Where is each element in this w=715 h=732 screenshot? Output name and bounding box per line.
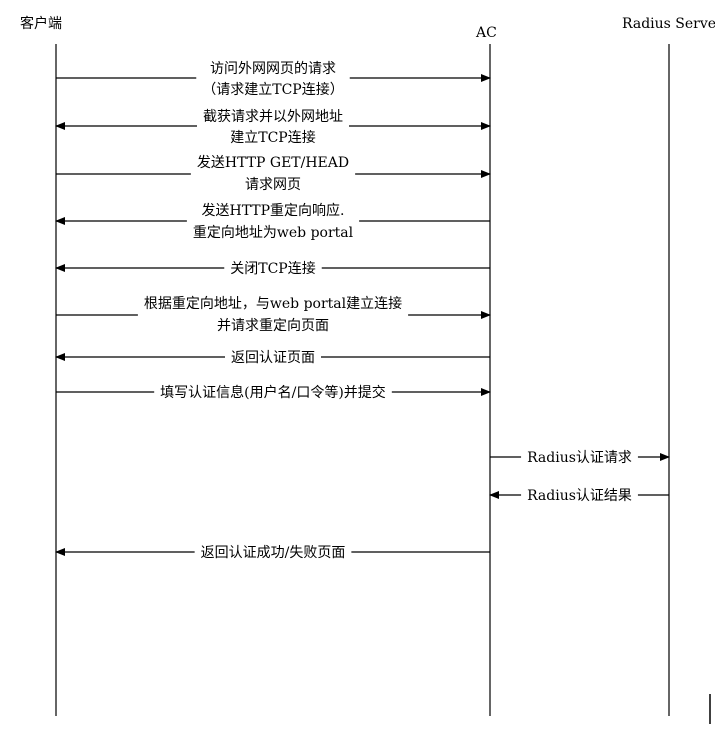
participant-ac-label: AC [475, 25, 497, 41]
message-label-line1: 发送HTTP GET/HEAD [197, 155, 349, 171]
message-label-line1: 根据重定向地址，与web portal建立连接 [144, 295, 402, 312]
message-label-line1: 截获请求并以外网地址 [203, 109, 343, 125]
message-label-line2: 重定向地址为web portal [193, 225, 354, 241]
participant-client-label: 客户端 [20, 15, 62, 32]
message-label-line1: 关闭TCP连接 [230, 260, 315, 277]
message-return-auth-page: 返回认证页面 [55, 350, 490, 366]
message-label-line1: 返回认证页面 [231, 350, 315, 366]
participant-radius-label: Radius Server [622, 16, 715, 32]
message-label-line1: 发送HTTP重定向响应. [201, 202, 344, 219]
message-submit-credentials: 填写认证信息(用户名/口令等)并提交 [56, 384, 491, 401]
message-label-line2: （请求建立TCP连接） [202, 81, 343, 98]
message-radius-auth-request: Radius认证请求 [490, 450, 670, 466]
message-label-line1: 返回认证成功/失败页面 [201, 545, 346, 561]
message-intercept-request: 截获请求并以外网地址 建立TCP连接 [55, 109, 491, 146]
message-label-line2: 请求网页 [245, 177, 301, 193]
message-label-line2: 建立TCP连接 [230, 129, 315, 146]
message-connect-web-portal: 根据重定向地址，与web portal建立连接 并请求重定向页面 [56, 295, 491, 334]
message-label-line1: 填写认证信息(用户名/口令等)并提交 [160, 384, 386, 401]
message-request-external-page: 访问外网网页的请求 （请求建立TCP连接） [56, 61, 491, 98]
message-label-line1: Radius认证结果 [527, 488, 632, 504]
message-return-auth-result-page: 返回认证成功/失败页面 [55, 545, 490, 561]
message-http-redirect: 发送HTTP重定向响应. 重定向地址为web portal [55, 202, 490, 241]
message-radius-auth-result: Radius认证结果 [489, 488, 669, 504]
message-close-tcp: 关闭TCP连接 [55, 260, 490, 277]
message-label-line1: Radius认证请求 [527, 450, 632, 466]
message-http-get-head: 发送HTTP GET/HEAD 请求网页 [56, 155, 491, 193]
message-label-line1: 访问外网网页的请求 [210, 61, 336, 77]
message-label-line2: 并请求重定向页面 [217, 318, 329, 334]
